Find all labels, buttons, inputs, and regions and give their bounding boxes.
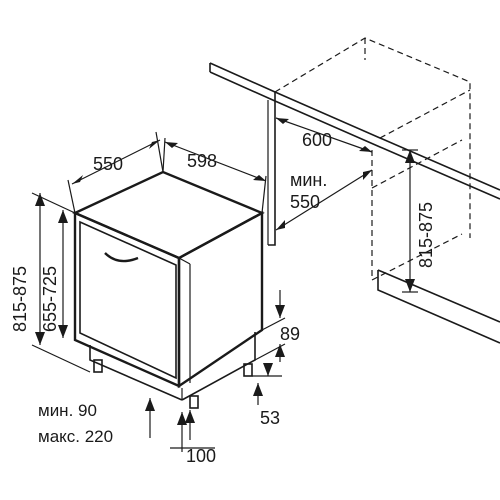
dim-door-height — [58, 210, 68, 338]
dim-setback-label: 100 — [186, 446, 216, 466]
dim-unit-height — [31, 192, 91, 373]
dim-niche-depth — [275, 169, 373, 231]
adjustable-feet — [93, 359, 253, 409]
door-handle — [104, 252, 139, 263]
dim-plinth-label: 89 — [280, 324, 300, 344]
dim-niche-width-600 — [275, 117, 373, 153]
dim-niche-depth-label: 550 — [290, 192, 320, 212]
dim-plinth-89 — [254, 290, 286, 362]
niche-cavity-dashed — [274, 37, 471, 281]
plinth — [89, 332, 256, 401]
dim-depth-label: 550 — [93, 154, 123, 174]
dim-width-598 — [162, 137, 267, 214]
dim-door-height-label: 655-725 — [40, 266, 60, 332]
dim-plinth-depth-min: мин. 90 — [38, 401, 97, 420]
niche-floor — [377, 269, 500, 344]
dim-niche-width-label: 600 — [302, 130, 332, 150]
dim-setback-100 — [170, 410, 215, 449]
dim-unit-height-label: 815-875 — [10, 266, 30, 332]
dim-niche-depth-prefix: мин. — [290, 170, 327, 190]
dim-foot-label: 53 — [260, 408, 280, 428]
dim-niche-height — [402, 149, 418, 293]
dim-width-label: 598 — [187, 151, 217, 171]
dim-foot-53 — [252, 363, 282, 405]
dim-niche-height-label: 815-875 — [416, 202, 436, 268]
countertop — [209, 62, 500, 200]
dim-plinth-depth-max: макс. 220 — [38, 427, 113, 446]
dim-depth-550 — [67, 131, 164, 214]
dishwasher-body — [72, 170, 265, 389]
dim-plinth-depth — [145, 398, 187, 452]
niche-left-wall — [267, 92, 276, 246]
